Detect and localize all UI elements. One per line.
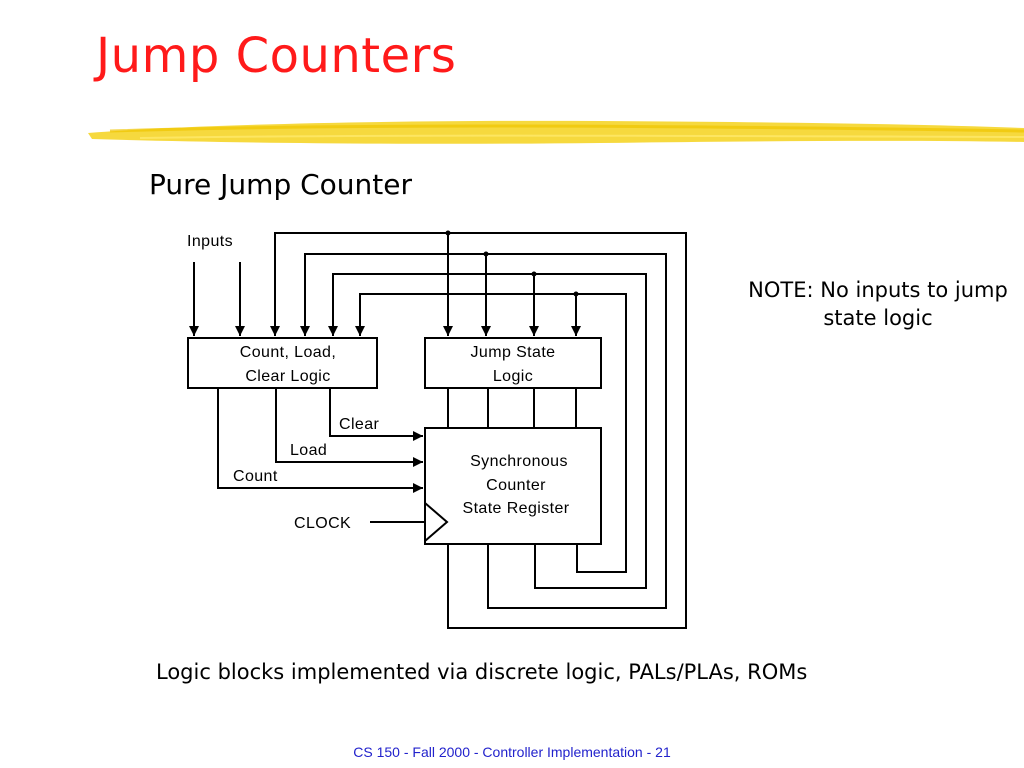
junction-dot — [483, 251, 489, 257]
jump-state-label-line1: Jump State — [471, 344, 556, 361]
register-label-line3: State Register — [463, 500, 570, 517]
clear-signal-label: Clear — [339, 416, 380, 433]
caption-text: Logic blocks implemented via discrete lo… — [156, 660, 808, 684]
count-load-clear-logic-block — [187, 337, 378, 389]
count-signal-label: Count — [233, 468, 278, 485]
junction-dot — [573, 291, 579, 297]
jump-state-logic-block — [424, 337, 602, 389]
slide-footer: CS 150 - Fall 2000 - Controller Implemen… — [353, 744, 671, 760]
state-register-block — [424, 427, 602, 545]
jump-state-label-line2: Logic — [493, 368, 533, 385]
register-label-line1: Synchronous — [470, 453, 568, 470]
count-load-clear-label-line1: Count, Load, — [240, 344, 336, 361]
slide-subtitle: Pure Jump Counter — [149, 168, 413, 201]
junction-dot — [531, 271, 537, 277]
junction-dot — [445, 230, 451, 236]
register-label-line2: Counter — [486, 477, 546, 494]
slide-title: Jump Counters — [96, 28, 457, 84]
note-text: NOTE: No inputs to jump state logic — [748, 278, 1008, 330]
inputs-label: Inputs — [187, 233, 233, 250]
count-load-clear-label-line2: Clear Logic — [245, 368, 330, 385]
clock-input-triangle — [424, 502, 449, 542]
load-signal-label: Load — [290, 442, 327, 459]
clock-signal-label: CLOCK — [294, 515, 351, 532]
